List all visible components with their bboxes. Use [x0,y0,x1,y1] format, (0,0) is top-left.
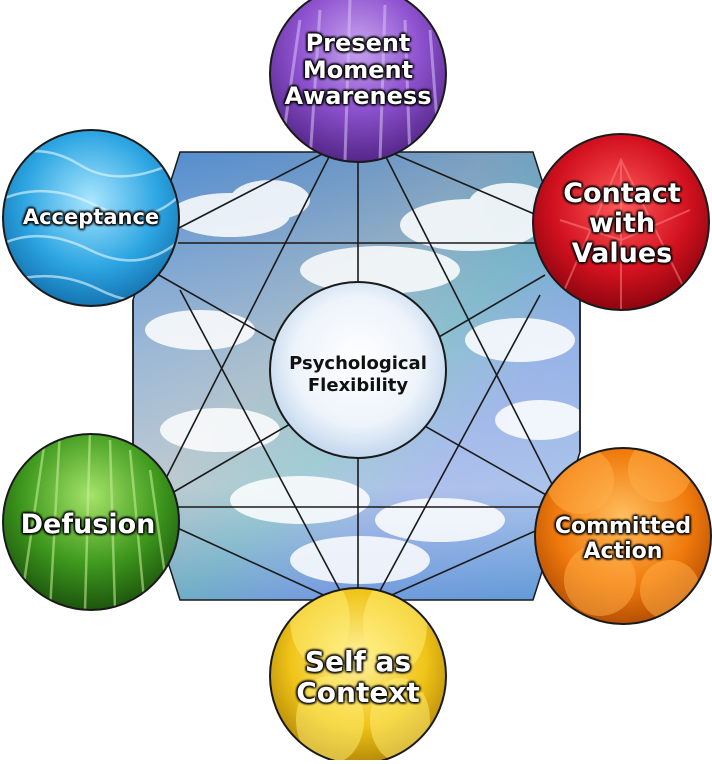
node-present-moment-awareness [269,0,447,163]
center-label: Psychological Flexibility [289,352,427,397]
center-circle [269,281,447,459]
node-defusion [2,433,180,611]
node-self-as-context [269,587,447,764]
tulips-texture [290,588,430,764]
node-committed-action [534,447,712,625]
node-contact-with-values [532,133,710,311]
node-acceptance [2,129,180,307]
maple-leaf-texture [559,157,691,310]
